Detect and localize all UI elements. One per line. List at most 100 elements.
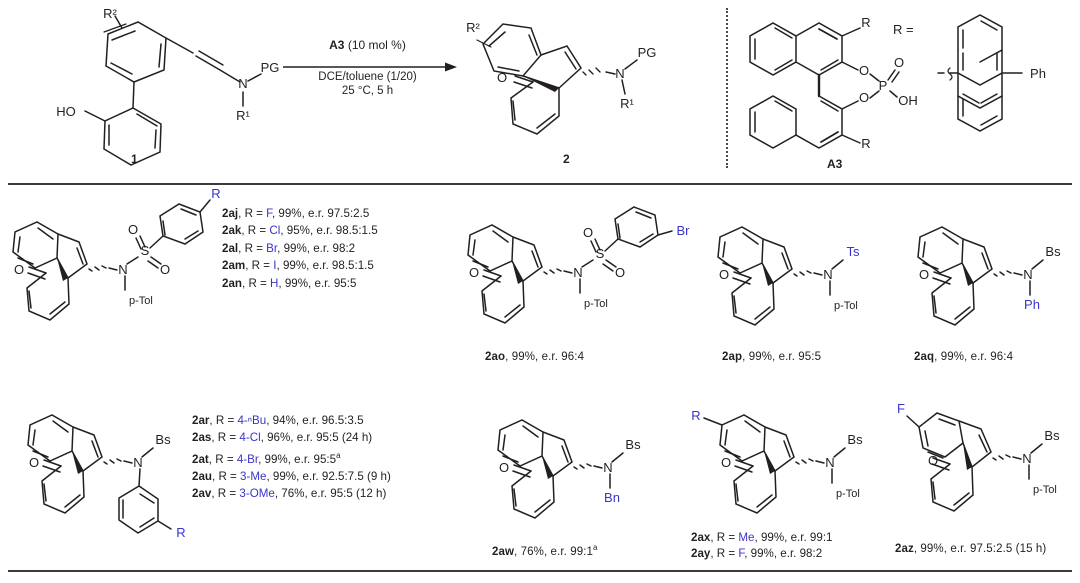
entry-id: 2an: [222, 276, 242, 290]
group-c-carbonyl-o-label: O: [721, 455, 731, 470]
entry-r-value: Cl: [269, 224, 281, 238]
product-n-label: N: [615, 66, 624, 81]
entry-id: 2am: [222, 259, 246, 273]
entry-2az-ptol-label: p-Tol: [1033, 484, 1057, 496]
entry-2az-carbonyl-o-label: O: [928, 453, 938, 468]
group-a-s-label: S: [141, 243, 150, 258]
r-definition-label: R =: [893, 22, 914, 37]
catalyst-o2-label: O: [859, 90, 869, 105]
entry-rest: , 96%, e.r. 95:5 (24 h): [260, 431, 373, 445]
entry-r-prefix: R =: [247, 224, 270, 238]
entry-id: 2at: [192, 452, 209, 466]
entry-r-value: Br: [266, 241, 278, 255]
product-pg-label: PG: [638, 45, 657, 60]
solvent-line: DCE/toluene (1/20): [318, 71, 417, 83]
entry-2az-n-label: N: [1022, 451, 1031, 466]
anthracenyl-ph-substituent-structure: Ph: [937, 10, 1068, 160]
entry-2aw-bs-label: Bs: [625, 437, 641, 452]
entry-footnote-marker: a: [336, 450, 341, 460]
substrate-ho-label: HO: [56, 104, 76, 119]
product-carbonyl-o-label: O: [497, 70, 507, 85]
entry-rest: , 95%, e.r. 98.5:1.5: [280, 224, 378, 238]
entry-id: 2al: [222, 241, 239, 255]
entry-r-value: 3-Me: [240, 470, 267, 484]
entry-id: 2av: [192, 487, 212, 501]
entry-2ap-ptol-label: p-Tol: [834, 300, 858, 312]
entry-2az-structure: O N Bs p-Tol F: [895, 400, 1070, 530]
entry-2az-bs-label: Bs: [1044, 428, 1060, 443]
list-item: 2aj, R = F, 99%, e.r. 97.5:2.5: [222, 207, 370, 220]
catalyst-r-bottom-label: R: [861, 136, 870, 151]
entry-2ao-n-label: N: [573, 265, 582, 280]
product-number-label: 2: [563, 152, 570, 166]
catalyst-number-label: A3: [827, 157, 843, 171]
entry-rest: , 99%, e.r. 97.5:2.5 (15 h): [913, 543, 1047, 555]
reaction-arrow: [283, 62, 458, 76]
entry-r-prefix: R =: [244, 241, 267, 255]
entry-rest: , 99%, e.r. 96:4: [505, 351, 585, 363]
entry-id: 2az: [895, 543, 914, 555]
entry-r-prefix: R =: [215, 414, 238, 427]
entry-list-2ar-2av: 2ar, R = 4-ⁿBu, 94%, e.r. 96.5:3.5 2as, …: [192, 412, 391, 503]
entry-footnote-marker: a: [593, 543, 598, 552]
entry-id: 2ak: [222, 224, 242, 238]
entry-2ao-structure: O N S O O p-Tol Br: [450, 206, 690, 340]
entry-r-prefix: R =: [217, 487, 240, 501]
entry-r-value: 4-Br: [236, 452, 259, 466]
group-b-bs-label: Bs: [155, 432, 171, 447]
reaction-solvent-conditions: DCE/toluene (1/20) 25 °C, 5 h: [285, 70, 450, 98]
reaction-conditions: A3 (10 mol %): [285, 38, 450, 55]
entry-2ao-carbonyl-o-label: O: [469, 265, 479, 280]
group-c-n-label: N: [825, 455, 834, 470]
substrate-1-structure: HO R² N PG R¹: [30, 6, 279, 166]
substrate-pg-label: PG: [261, 60, 280, 75]
entry-r-value: 3-OMe: [239, 487, 275, 501]
list-item: 2as, R = 4-Cl, 96%, e.r. 95:5 (24 h): [192, 431, 373, 445]
entry-rest: , 99%, e.r. 99:1: [754, 531, 833, 544]
entry-r-prefix: R =: [218, 470, 241, 484]
entry-2ap-ts-label: Ts: [847, 244, 861, 259]
entry-2ap-carbonyl-o-label: O: [719, 267, 729, 282]
entry-list-2aj-2an: 2aj, R = F, 99%, e.r. 97.5:2.5 2ak, R = …: [222, 205, 378, 292]
entry-id: 2aj: [222, 207, 239, 220]
list-item: 2ak, R = Cl, 95%, e.r. 98.5:1.5: [222, 224, 378, 238]
entry-group-b-structure: O N Bs R: [10, 400, 195, 550]
catalyst-oh-label: OH: [898, 93, 918, 108]
list-item: 2at, R = 4-Br, 99%, e.r. 95:5a: [192, 450, 341, 466]
entry-r-prefix: R =: [248, 276, 271, 290]
entry-rest: , 99%, e.r. 98:2: [744, 547, 823, 560]
entry-2ao-caption: 2ao, 99%, e.r. 96:4: [485, 351, 584, 363]
entry-2aw-structure: O N Bs Bn: [480, 405, 645, 535]
temperature-time-line: 25 °C, 5 h: [341, 85, 394, 97]
entry-rest: , 99%, e.r. 96:4: [934, 351, 1014, 363]
catalyst-name-inline: A3: [329, 38, 345, 52]
entry-r-value: F: [266, 207, 272, 220]
entry-2aq-carbonyl-o-label: O: [919, 267, 929, 282]
entry-id: 2ap: [722, 351, 743, 363]
entry-group-c-structure: O N Bs p-Tol R: [690, 400, 875, 530]
list-item: 2ar, R = 4-ⁿBu, 94%, e.r. 96.5:3.5: [192, 414, 364, 427]
horizontal-divider-bottom: [8, 570, 1072, 572]
entry-rest: , 99%, e.r. 98:2: [277, 241, 356, 255]
anthracenyl-ph-label: Ph: [1030, 66, 1046, 81]
entry-rest: , 99%, e.r. 95:5: [258, 452, 337, 466]
group-a-ptol-label: p-Tol: [129, 295, 153, 307]
entry-2az-f-label: F: [897, 401, 905, 416]
entry-rest: , 99%, e.r. 92.5:7.5 (9 h): [266, 470, 391, 484]
entry-list-2ax-2ay: 2ax, R = Me, 99%, e.r. 99:1 2ay, R = F, …: [691, 530, 833, 562]
entry-r-prefix: R =: [215, 452, 237, 466]
entry-2aq-bs-label: Bs: [1045, 244, 1061, 259]
product-r2-label: R²: [466, 20, 480, 35]
substrate-r2-label: R²: [103, 6, 117, 21]
group-c-ptol-label: p-Tol: [836, 488, 860, 500]
product-r1-label: R¹: [620, 96, 634, 111]
substrate-n-label: N: [238, 76, 247, 91]
entry-rest: , 76%, e.r. 95:5 (12 h): [274, 487, 387, 501]
entry-id: 2as: [192, 431, 212, 445]
group-b-r-label: R: [176, 525, 185, 540]
entry-r-prefix: R =: [716, 547, 739, 560]
list-item: 2ax, R = Me, 99%, e.r. 99:1: [691, 531, 833, 544]
entry-id: 2aw: [492, 545, 515, 558]
group-c-r-label: R: [691, 408, 700, 423]
